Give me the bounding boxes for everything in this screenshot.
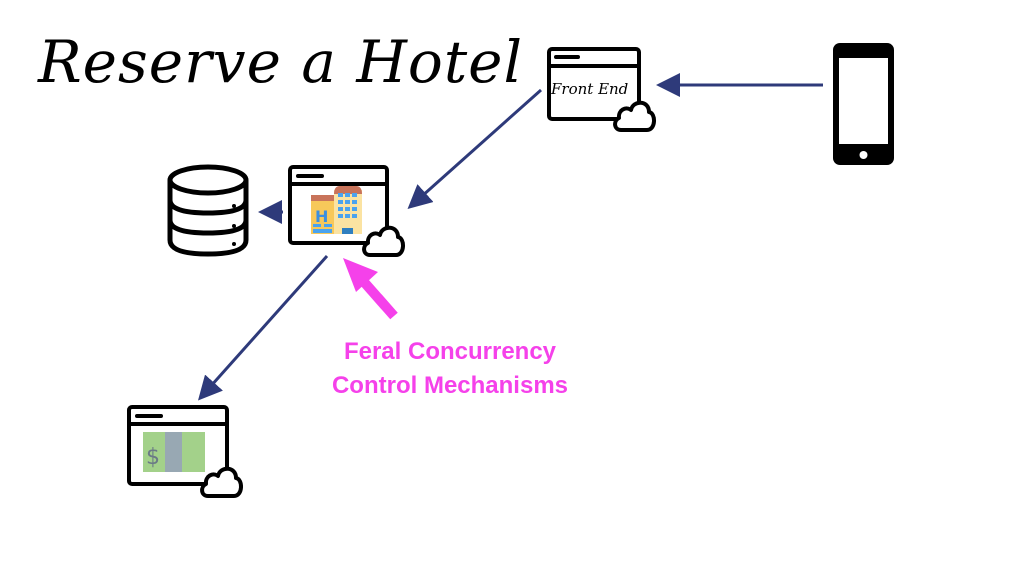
hotel-service-icon: H	[288, 165, 406, 257]
front-end-label: Front End	[550, 80, 628, 98]
arrow-hotel-to-payment	[198, 255, 329, 401]
front-end-cloud-window-icon: Front End	[547, 47, 657, 132]
hotel-building-icon: H	[311, 186, 362, 234]
arrow-frontend-to-hotel	[407, 88, 542, 209]
slide-title: Reserve a Hotel	[38, 28, 524, 96]
payment-service-icon: $	[127, 405, 244, 498]
highlight-arrow-icon	[343, 258, 398, 320]
money-bill-icon: $	[143, 432, 205, 472]
annotation-line-1: Feral Concurrency	[343, 338, 557, 365]
database-icon	[167, 164, 249, 257]
annotation-line-2: Control Mechanisms	[331, 372, 569, 399]
svg-text:H: H	[315, 207, 328, 226]
svg-text:$: $	[146, 445, 160, 470]
phone-icon	[833, 43, 894, 165]
